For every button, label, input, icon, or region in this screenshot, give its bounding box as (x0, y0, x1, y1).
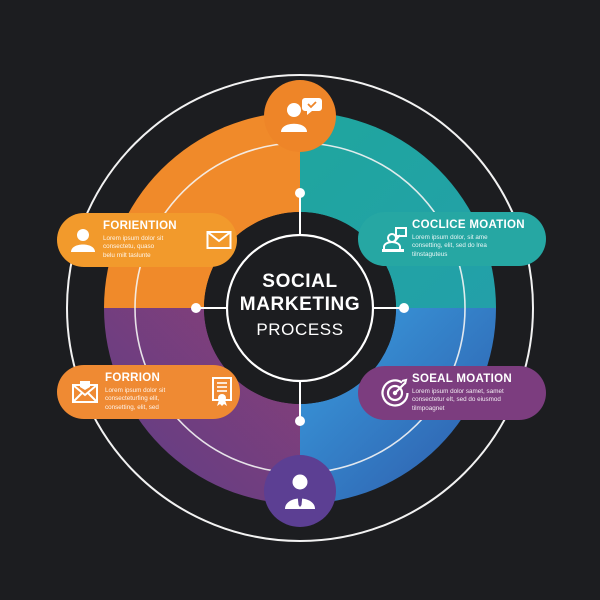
node-top (264, 80, 336, 152)
node-bottom (264, 455, 336, 527)
mail-open-icon (72, 381, 98, 403)
presenter-icon (382, 227, 407, 252)
user-chat-icon (281, 98, 322, 132)
card-body: Lorem ipsum dolor sit consecteturfing el… (105, 386, 166, 411)
outer-ring (66, 74, 534, 542)
connector-dots (191, 188, 409, 426)
card-bottom-right: SOEAL MOATION Lorem ipsum dolor samet, s… (358, 366, 546, 420)
businessman-icon (285, 474, 315, 509)
card-title: COCLICE MOATION (412, 218, 525, 231)
card-top-right: COCLICE MOATION Lorem ipsum dolor, sit a… (358, 212, 546, 266)
envelope-icon (206, 231, 232, 249)
card-body: Lorem ipsum dolor sit consectetu, quaso … (103, 234, 164, 259)
center-title-line1: SOCIAL (262, 271, 338, 292)
card-body: Lorem ipsum dolor, sit ame consetting, e… (412, 233, 488, 258)
center-title-line2: MARKETING (239, 294, 361, 315)
certificate-icon (212, 377, 232, 406)
target-icon (381, 378, 409, 407)
card-body: Lorem ipsum dolor samet, samet consectet… (412, 387, 504, 412)
card-bottom-left: FORRION Lorem ipsum dolor sit consectetu… (57, 365, 240, 419)
center-subtitle: PROCESS (256, 320, 344, 339)
connectors (196, 193, 404, 421)
person-icon (71, 229, 95, 252)
card-title: SOEAL MOATION (412, 372, 512, 385)
card-title: FORRION (105, 371, 161, 384)
card-title: FORIENTION (103, 219, 177, 232)
card-top-left: FORIENTION Lorem ipsum dolor sit consect… (57, 213, 237, 267)
